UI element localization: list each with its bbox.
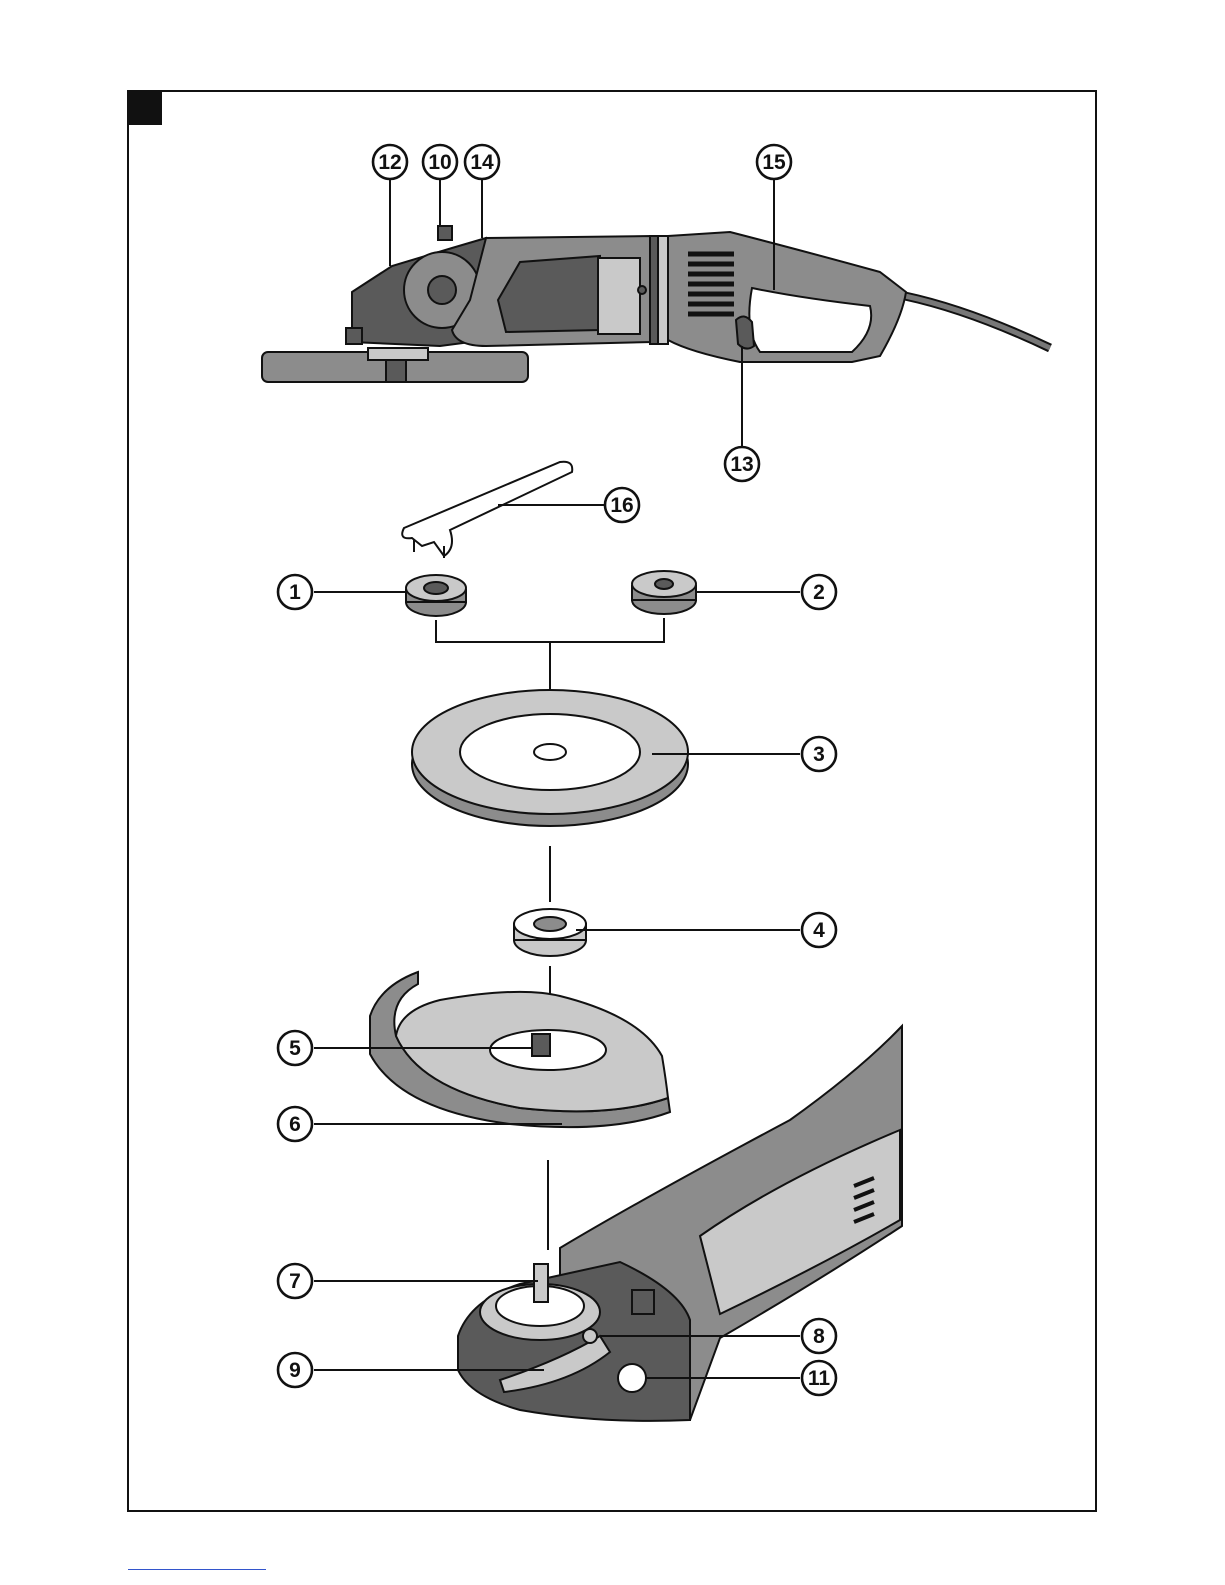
spindle-lock-knob <box>618 1364 646 1392</box>
callout-8: 8 <box>802 1319 836 1353</box>
callout-label: 12 <box>378 151 401 174</box>
wheel-guard <box>370 972 670 1127</box>
callout-label: 16 <box>610 494 633 517</box>
callout-3: 3 <box>802 737 836 771</box>
callout-label: 14 <box>470 151 494 174</box>
callout-12: 12 <box>373 145 407 179</box>
callout-14: 14 <box>465 145 499 179</box>
footer-link-underline <box>128 1569 266 1570</box>
callout-label: 8 <box>813 1325 825 1348</box>
clamping-nut <box>406 575 466 616</box>
callout-label: 2 <box>813 581 825 604</box>
backing-flange <box>514 909 586 956</box>
callout-2: 2 <box>802 575 836 609</box>
callout-10: 10 <box>423 145 457 179</box>
callout-label: 15 <box>762 151 786 174</box>
on-off-switch <box>736 316 754 348</box>
callout-9: 9 <box>278 1353 312 1387</box>
gear-head-front <box>458 1262 690 1421</box>
callout-1: 1 <box>278 575 312 609</box>
callout-label: 10 <box>428 151 451 174</box>
spindle-lock-button <box>438 226 452 240</box>
callout-label: 13 <box>730 453 753 476</box>
guard-release-button <box>583 1329 597 1343</box>
diamond-cutting-disc <box>412 690 688 826</box>
callout-label: 3 <box>813 743 825 766</box>
spanner-wrench <box>402 462 572 558</box>
callout-label: 6 <box>289 1113 301 1136</box>
callout-5: 5 <box>278 1031 312 1065</box>
grinder-side-view <box>262 226 1050 382</box>
callout-4: 4 <box>802 913 836 947</box>
callout-16: 16 <box>605 488 639 522</box>
callout-label: 4 <box>813 919 825 942</box>
coding-lug <box>532 1034 550 1056</box>
quick-release-nut <box>632 571 696 614</box>
callout-15: 15 <box>757 145 791 179</box>
callout-7: 7 <box>278 1264 312 1298</box>
callout-label: 7 <box>289 1270 301 1293</box>
callout-label: 9 <box>289 1359 301 1382</box>
motor-vents <box>688 254 734 314</box>
callout-label: 11 <box>808 1367 831 1390</box>
callout-label: 5 <box>289 1037 301 1060</box>
callout-label: 1 <box>289 581 301 604</box>
figure-corner-marker <box>128 91 162 125</box>
callout-6: 6 <box>278 1107 312 1141</box>
spindle-thread <box>534 1264 548 1302</box>
callout-11: 11 <box>802 1361 836 1395</box>
callout-13: 13 <box>725 447 759 481</box>
